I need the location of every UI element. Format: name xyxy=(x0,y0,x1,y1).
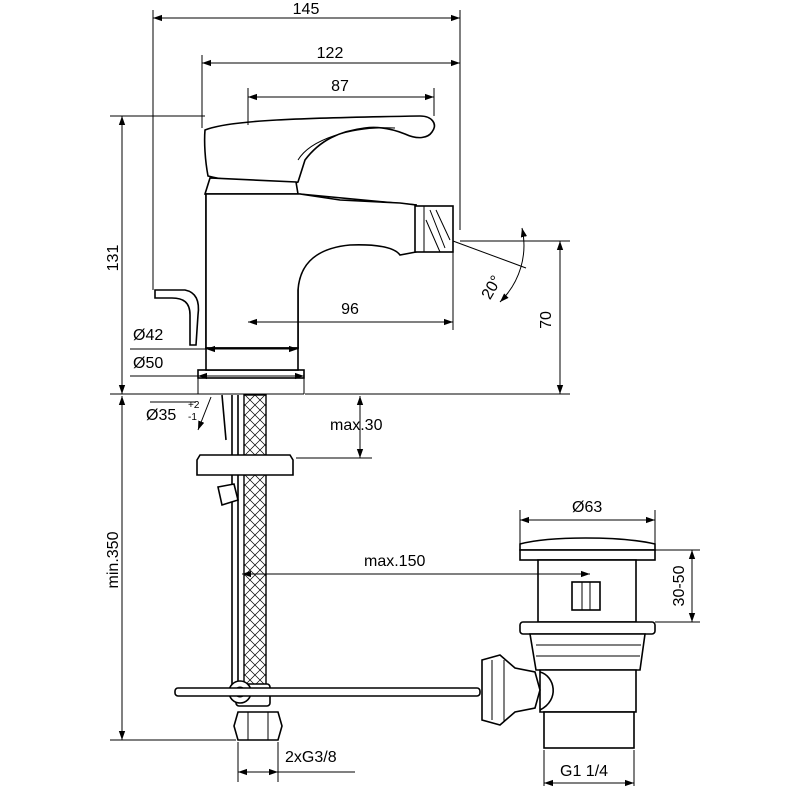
lever-handle xyxy=(203,115,436,185)
dim-131: 131 xyxy=(105,245,122,272)
hose-lower xyxy=(231,475,239,700)
base-plate xyxy=(197,369,305,379)
dim-d35: Ø35 xyxy=(146,407,176,424)
horizontal-rod xyxy=(174,687,481,697)
dim-96: 96 xyxy=(341,301,359,318)
rod-housing xyxy=(481,654,541,726)
dim-max30: max.30 xyxy=(330,417,383,434)
waste-assembly xyxy=(481,537,656,749)
waste-tail xyxy=(543,711,635,749)
aerator xyxy=(414,205,454,253)
dim-d50: Ø50 xyxy=(133,355,163,372)
waste-threaded xyxy=(539,669,637,713)
waste-flange xyxy=(519,549,656,561)
faucet-silhouette xyxy=(205,193,417,349)
rod-upper xyxy=(221,394,227,441)
aerator-hatch xyxy=(425,209,451,253)
under-counter-assembly xyxy=(174,394,481,741)
dim-d35-tol-minus: -1 xyxy=(188,412,197,423)
hose-upper xyxy=(231,395,239,455)
dim-d42: Ø42 xyxy=(133,327,163,344)
dim-2xg38: 2xG3/8 xyxy=(285,749,337,766)
pull-rod-knob xyxy=(154,289,200,346)
dim-max150: max.150 xyxy=(364,553,425,570)
faucet-body xyxy=(154,115,454,395)
braided-hose xyxy=(243,394,267,696)
connection-nut xyxy=(233,711,283,741)
dim-d35-tol-plus: +2 xyxy=(188,400,200,411)
waste-window xyxy=(571,581,601,611)
dim-angle-20: 20° xyxy=(479,273,506,302)
dim-g114: G1 1/4 xyxy=(560,763,608,780)
dimension-lines xyxy=(110,10,700,787)
dim-min350: min.350 xyxy=(105,531,122,588)
waste-cap xyxy=(519,537,656,551)
dim-122: 122 xyxy=(317,45,344,62)
dim-70: 70 xyxy=(538,311,555,329)
dim-30-50: 30-50 xyxy=(671,565,688,606)
lever-detail xyxy=(297,127,396,161)
base-collar xyxy=(205,347,299,371)
waste-nut xyxy=(519,621,656,635)
dim-145: 145 xyxy=(293,1,320,18)
waste-sleeve xyxy=(529,633,646,671)
dim-87: 87 xyxy=(331,78,349,95)
fixing-plate xyxy=(196,454,294,476)
fixing-nut xyxy=(217,483,239,507)
dim-d63: Ø63 xyxy=(572,499,602,516)
